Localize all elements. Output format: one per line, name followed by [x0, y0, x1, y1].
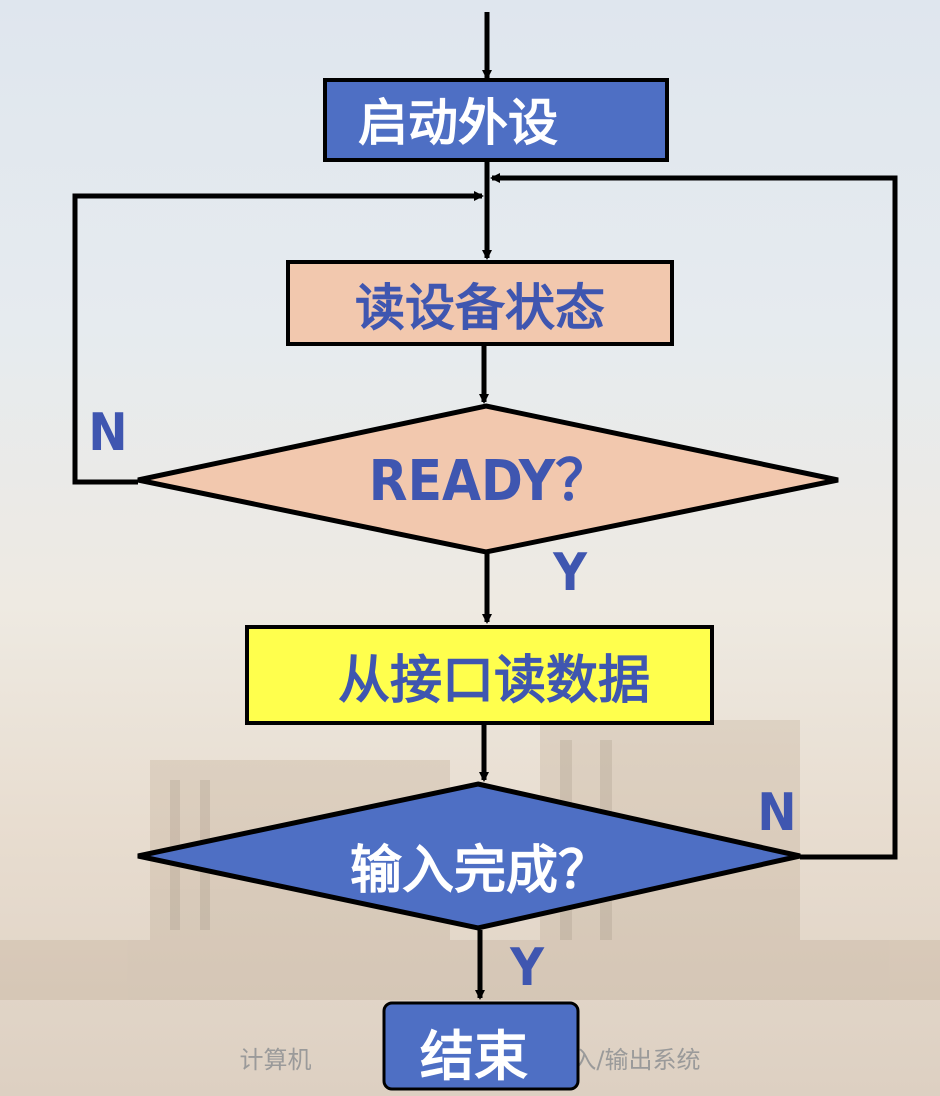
- node-read-status-label: 读设备状态: [355, 278, 605, 337]
- done-yes-label: Y: [509, 938, 545, 998]
- node-read-data: 从接口读数据: [245, 625, 714, 725]
- ready-no-label: N: [88, 403, 127, 463]
- node-start-device: 启动外设: [323, 78, 669, 162]
- done-no-label: N: [757, 783, 796, 843]
- ready-yes-label: Y: [552, 543, 588, 603]
- node-end-label: 结束: [420, 1024, 528, 1088]
- loop-done-no: [490, 173, 898, 860]
- node-start-device-label: 启动外设: [358, 93, 558, 152]
- node-ready-check: READY？: [137, 403, 839, 555]
- footer-left-text: 计算机: [239, 1046, 312, 1074]
- node-input-done-check: 输入完成？: [137, 781, 801, 931]
- node-ready-check-label: READY？: [369, 449, 611, 514]
- node-read-data-label: 从接口读数据: [338, 650, 650, 711]
- node-end: 结束: [382, 1001, 580, 1091]
- node-read-status: 读设备状态: [286, 260, 674, 346]
- loop-ready-no: [72, 191, 484, 485]
- node-input-done-check-label: 输入完成？: [350, 840, 610, 901]
